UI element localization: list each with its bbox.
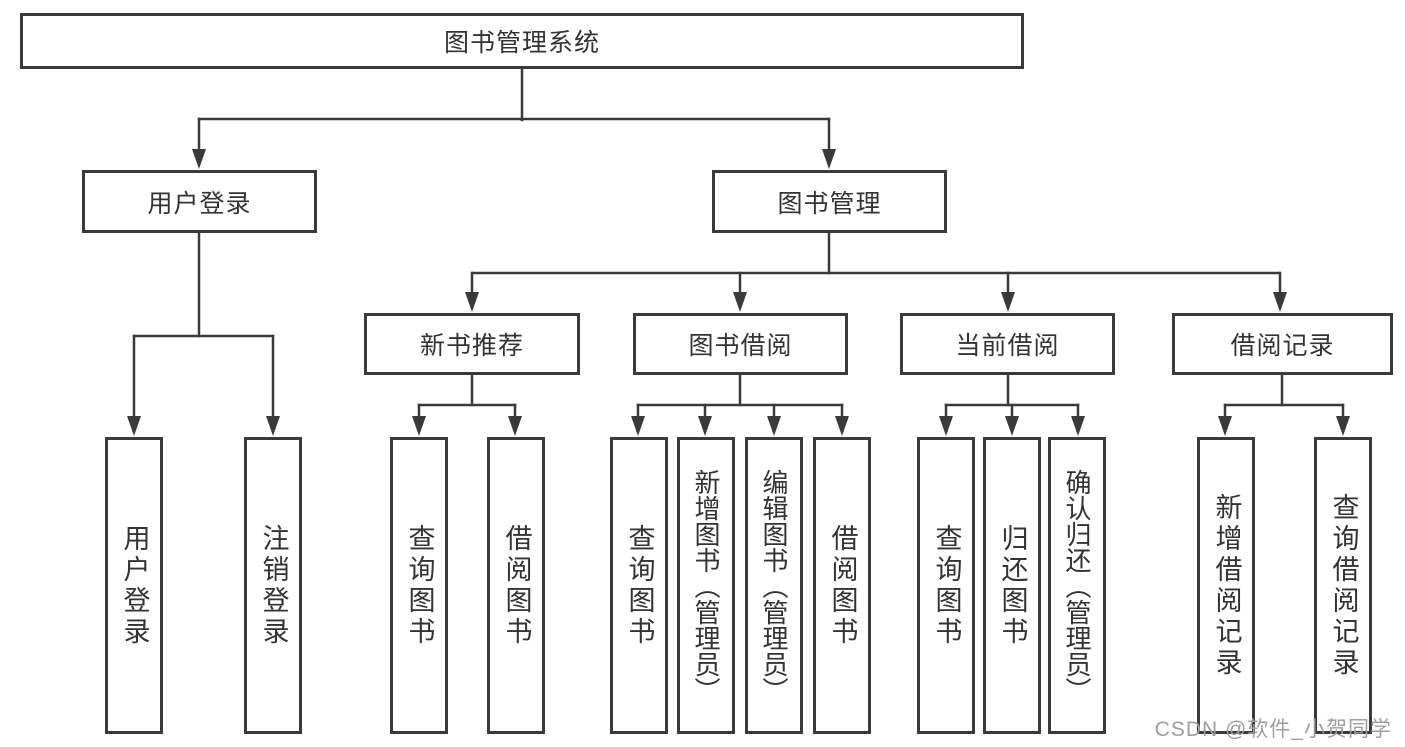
csdn-watermark: CSDN @软件_小贺同学 <box>1154 718 1392 741</box>
leaf-label: 查询图书 <box>931 523 962 648</box>
leaf-label: 新增图书（管理员） <box>691 468 721 703</box>
node-label: 图书管理系统 <box>443 29 600 57</box>
node-book-management: 图书管理 <box>712 170 947 233</box>
leaf-borrow-book: 借阅图书 <box>813 437 871 734</box>
leaf-logout: 注销登录 <box>244 437 302 734</box>
node-new-book-recommend: 新书推荐 <box>364 313 580 375</box>
leaf-add-borrow-record: 新增借阅记录 <box>1197 437 1255 734</box>
leaf-label: 查询图书 <box>404 523 435 648</box>
leaf-confirm-return-admin: 确认归还（管理员） <box>1048 437 1106 734</box>
leaf-add-book-admin: 新增图书（管理员） <box>677 437 735 734</box>
leaf-label: 用户登录 <box>119 523 150 648</box>
leaf-label: 新增借阅记录 <box>1211 492 1242 679</box>
leaf-query-books-recommend: 查询图书 <box>390 437 448 734</box>
leaf-query-borrow-record: 查询借阅记录 <box>1314 437 1372 734</box>
node-label: 当前借阅 <box>955 332 1060 360</box>
node-label: 用户登录 <box>147 189 252 218</box>
leaf-query-books-current: 查询图书 <box>917 437 975 734</box>
leaf-label: 借阅图书 <box>827 523 858 648</box>
node-root: 图书管理系统 <box>20 13 1024 69</box>
node-label: 借阅记录 <box>1230 332 1335 360</box>
leaf-label: 查询借阅记录 <box>1328 492 1359 679</box>
leaf-label: 借阅图书 <box>501 523 532 648</box>
node-label: 图书管理 <box>777 189 882 218</box>
node-user-login: 用户登录 <box>82 170 317 233</box>
leaf-user-login: 用户登录 <box>105 437 163 734</box>
node-borrow-record: 借阅记录 <box>1172 313 1393 375</box>
leaf-label: 归还图书 <box>997 523 1028 648</box>
leaf-query-books-borrow: 查询图书 <box>610 437 668 734</box>
leaf-label: 编辑图书（管理员） <box>759 468 789 703</box>
node-label: 图书借阅 <box>688 332 793 360</box>
leaf-edit-book-admin: 编辑图书（管理员） <box>745 437 803 734</box>
leaf-label: 注销登录 <box>258 523 289 648</box>
leaf-label: 查询图书 <box>624 523 655 648</box>
node-label: 新书推荐 <box>419 332 524 360</box>
leaf-borrow-book-recommend: 借阅图书 <box>487 437 545 734</box>
node-current-borrow: 当前借阅 <box>900 313 1115 375</box>
node-book-borrow: 图书借阅 <box>633 313 848 375</box>
leaf-label: 确认归还（管理员） <box>1062 468 1092 703</box>
leaf-return-book: 归还图书 <box>983 437 1041 734</box>
